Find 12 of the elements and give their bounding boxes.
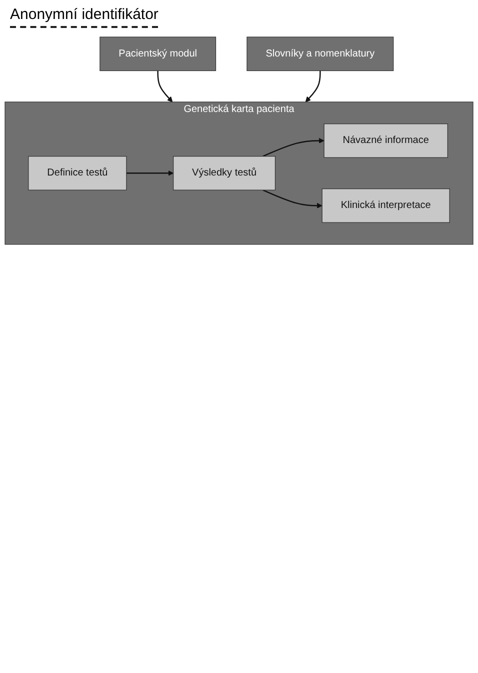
node-box: Klinická interpretace (322, 188, 450, 223)
node-box: Návazné informace (324, 124, 448, 158)
arrow (126, 170, 174, 176)
arrow (305, 70, 321, 102)
arrow (262, 138, 324, 157)
separator-note: Anonymní identifikátor (10, 6, 158, 28)
node-box: Pacientský modul (100, 36, 216, 72)
node-box: Výsledky testů (173, 156, 276, 190)
node-box: Slovníky a nomenklatury (246, 36, 394, 72)
node-box: Definice testů (28, 156, 127, 190)
arrow (157, 70, 173, 102)
arrow (262, 189, 322, 208)
